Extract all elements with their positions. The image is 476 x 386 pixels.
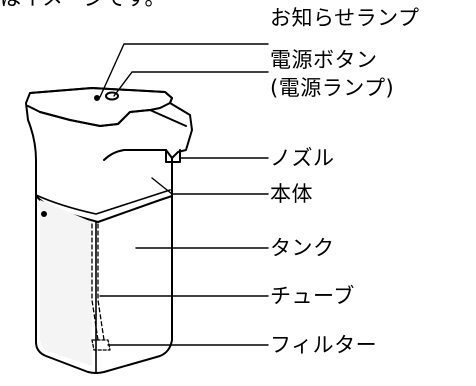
filter [91,339,111,351]
dispenser-outline [25,87,193,374]
tank [40,200,92,366]
lid-rim [39,109,187,127]
tube-2 [97,223,105,341]
body-dot [41,211,47,217]
label-body: 本体 [270,182,313,206]
leader-notification-lamp [99,43,269,98]
leader-body [151,177,269,195]
notification-lamp [94,95,100,101]
body-edge [35,189,171,215]
label-power-button: 電源ボタン [270,48,378,72]
top-caption-fragment: はイメージです。 [0,0,260,14]
label-power-lamp: (電源ランプ) [270,76,395,100]
label-tube: チューブ [270,284,355,308]
top-lid [27,87,173,127]
power-button [105,91,119,101]
leader-power-button [113,71,269,97]
label-notification-lamp: お知らせランプ [270,6,420,30]
label-filter: フィルター [270,333,378,357]
nozzle-tip [165,149,181,163]
label-nozzle: ノズル [270,146,335,170]
label-tank: タンク [270,236,335,260]
tube [91,223,99,341]
nozzle [103,149,173,161]
